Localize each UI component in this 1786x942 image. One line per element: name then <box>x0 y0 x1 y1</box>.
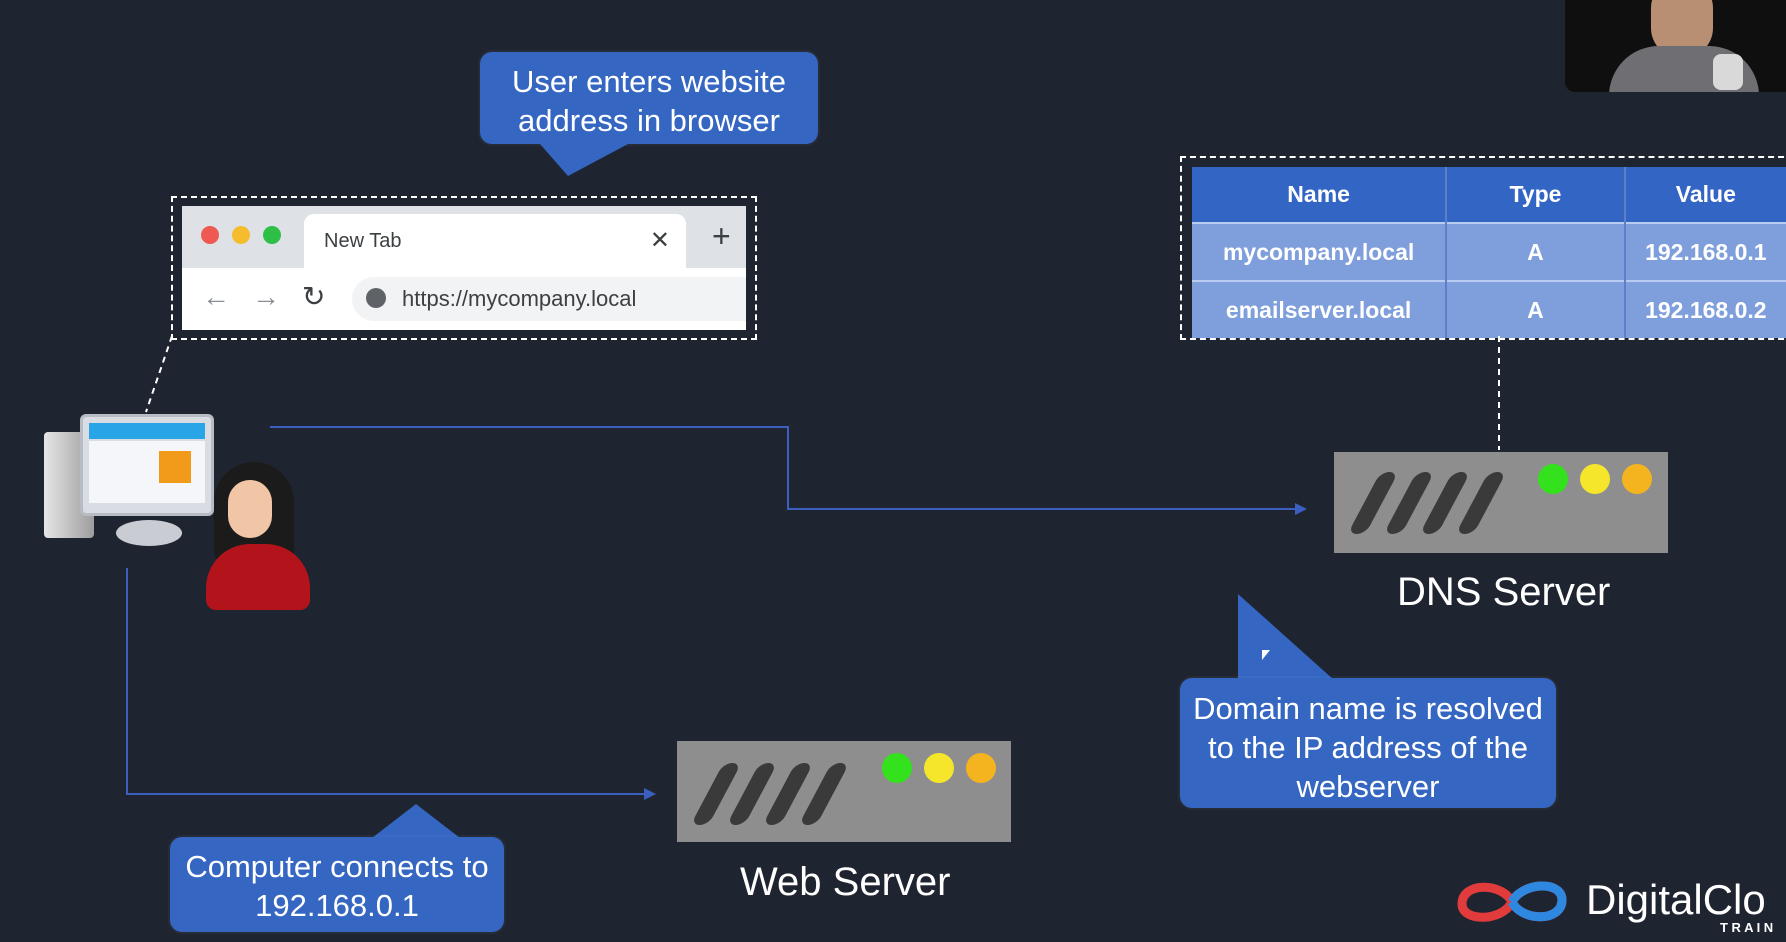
presenter-webcam <box>1565 0 1786 92</box>
dns-table-header-row: Name Type Value <box>1192 167 1786 223</box>
dns-row-type: A <box>1445 222 1625 281</box>
forward-icon[interactable]: → <box>252 281 280 312</box>
tab-new-tab[interactable]: New Tab ✕ <box>304 214 686 268</box>
globe-icon <box>366 288 386 308</box>
connector-computer-to-dns-top <box>270 426 788 428</box>
address-bar-url: https://mycompany.local <box>402 286 637 311</box>
maximize-window-dot[interactable] <box>263 226 281 244</box>
new-tab-icon[interactable]: + <box>712 218 731 254</box>
dns-records-table: Name Type Value mycompany.local A 192.16… <box>1192 167 1786 338</box>
dns-header-name: Name <box>1192 167 1447 223</box>
arrowhead-to-web <box>644 788 656 800</box>
dns-server <box>1334 452 1668 553</box>
dns-row-value: 192.168.0.1 <box>1623 222 1786 281</box>
address-bar[interactable]: https://mycompany.local <box>352 277 746 321</box>
led-orange <box>966 753 996 783</box>
user-avatar <box>206 462 310 610</box>
dns-table-frame-dashed <box>1180 156 1786 340</box>
logo-subtext: T R A I N <box>1720 920 1774 935</box>
computer-monitor <box>80 414 214 516</box>
dns-server-label: DNS Server <box>1397 570 1611 614</box>
browser-to-computer-connector <box>145 336 173 413</box>
monitor-stand <box>116 520 182 546</box>
reload-icon[interactable]: ↻ <box>302 281 326 312</box>
led-yellow <box>1580 464 1610 494</box>
user-face <box>228 480 272 538</box>
monitor-orange-block <box>159 451 191 483</box>
browser-window: New Tab ✕ + ← → ↻ https://mycompany.loca… <box>182 206 746 330</box>
logo-text: DigitalClo <box>1586 876 1766 923</box>
logo-infinity-icon <box>1457 881 1567 922</box>
tab-close-icon[interactable]: ✕ <box>649 227 670 254</box>
callout-user-enters: User enters website address in browser <box>480 52 818 144</box>
close-window-dot[interactable] <box>201 226 219 244</box>
microphone <box>1713 54 1743 90</box>
led-green <box>882 753 912 783</box>
browser-tab-bar: New Tab ✕ + <box>182 206 746 268</box>
connector-computer-to-dns-vertical <box>787 426 789 510</box>
led-yellow <box>924 753 954 783</box>
callout-resolved-pointer <box>1238 594 1334 680</box>
web-server <box>677 741 1011 842</box>
table-row: mycompany.local A 192.168.0.1 <box>1192 222 1786 281</box>
table-to-dns-connector <box>1498 336 1500 450</box>
dns-row-name: emailserver.local <box>1192 280 1447 338</box>
table-row: emailserver.local A 192.168.0.2 <box>1192 280 1786 338</box>
user-body <box>206 544 310 610</box>
dns-header-value: Value <box>1623 167 1786 223</box>
callout-resolved: Domain name is resolved to the IP addres… <box>1180 678 1556 808</box>
web-server-label: Web Server <box>740 860 951 904</box>
browser-nav-bar: ← → ↻ https://mycompany.local <box>182 268 746 330</box>
dns-header-type: Type <box>1445 167 1625 223</box>
callout-connects: Computer connects to 192.168.0.1 <box>170 837 504 932</box>
monitor-screen-titlebar <box>89 423 205 439</box>
arrowhead-to-dns <box>1295 503 1307 515</box>
minimize-window-dot[interactable] <box>232 226 250 244</box>
dns-row-name: mycompany.local <box>1192 222 1447 281</box>
connector-computer-to-dns-bottom <box>787 508 1297 510</box>
dns-row-value: 192.168.0.2 <box>1623 280 1786 338</box>
mouse-cursor-icon <box>1262 650 1270 660</box>
led-green <box>1538 464 1568 494</box>
callout-connects-pointer <box>372 804 460 838</box>
tab-title: New Tab <box>324 230 402 252</box>
connector-computer-to-web-vertical <box>126 568 128 794</box>
callout-user-enters-pointer <box>540 144 628 176</box>
logo-mark <box>1452 872 1572 930</box>
dns-row-type: A <box>1445 280 1625 338</box>
browser-frame-dashed <box>171 196 757 340</box>
back-icon[interactable]: ← <box>202 281 230 312</box>
led-orange <box>1622 464 1652 494</box>
connector-computer-to-web-bottom <box>126 793 646 795</box>
